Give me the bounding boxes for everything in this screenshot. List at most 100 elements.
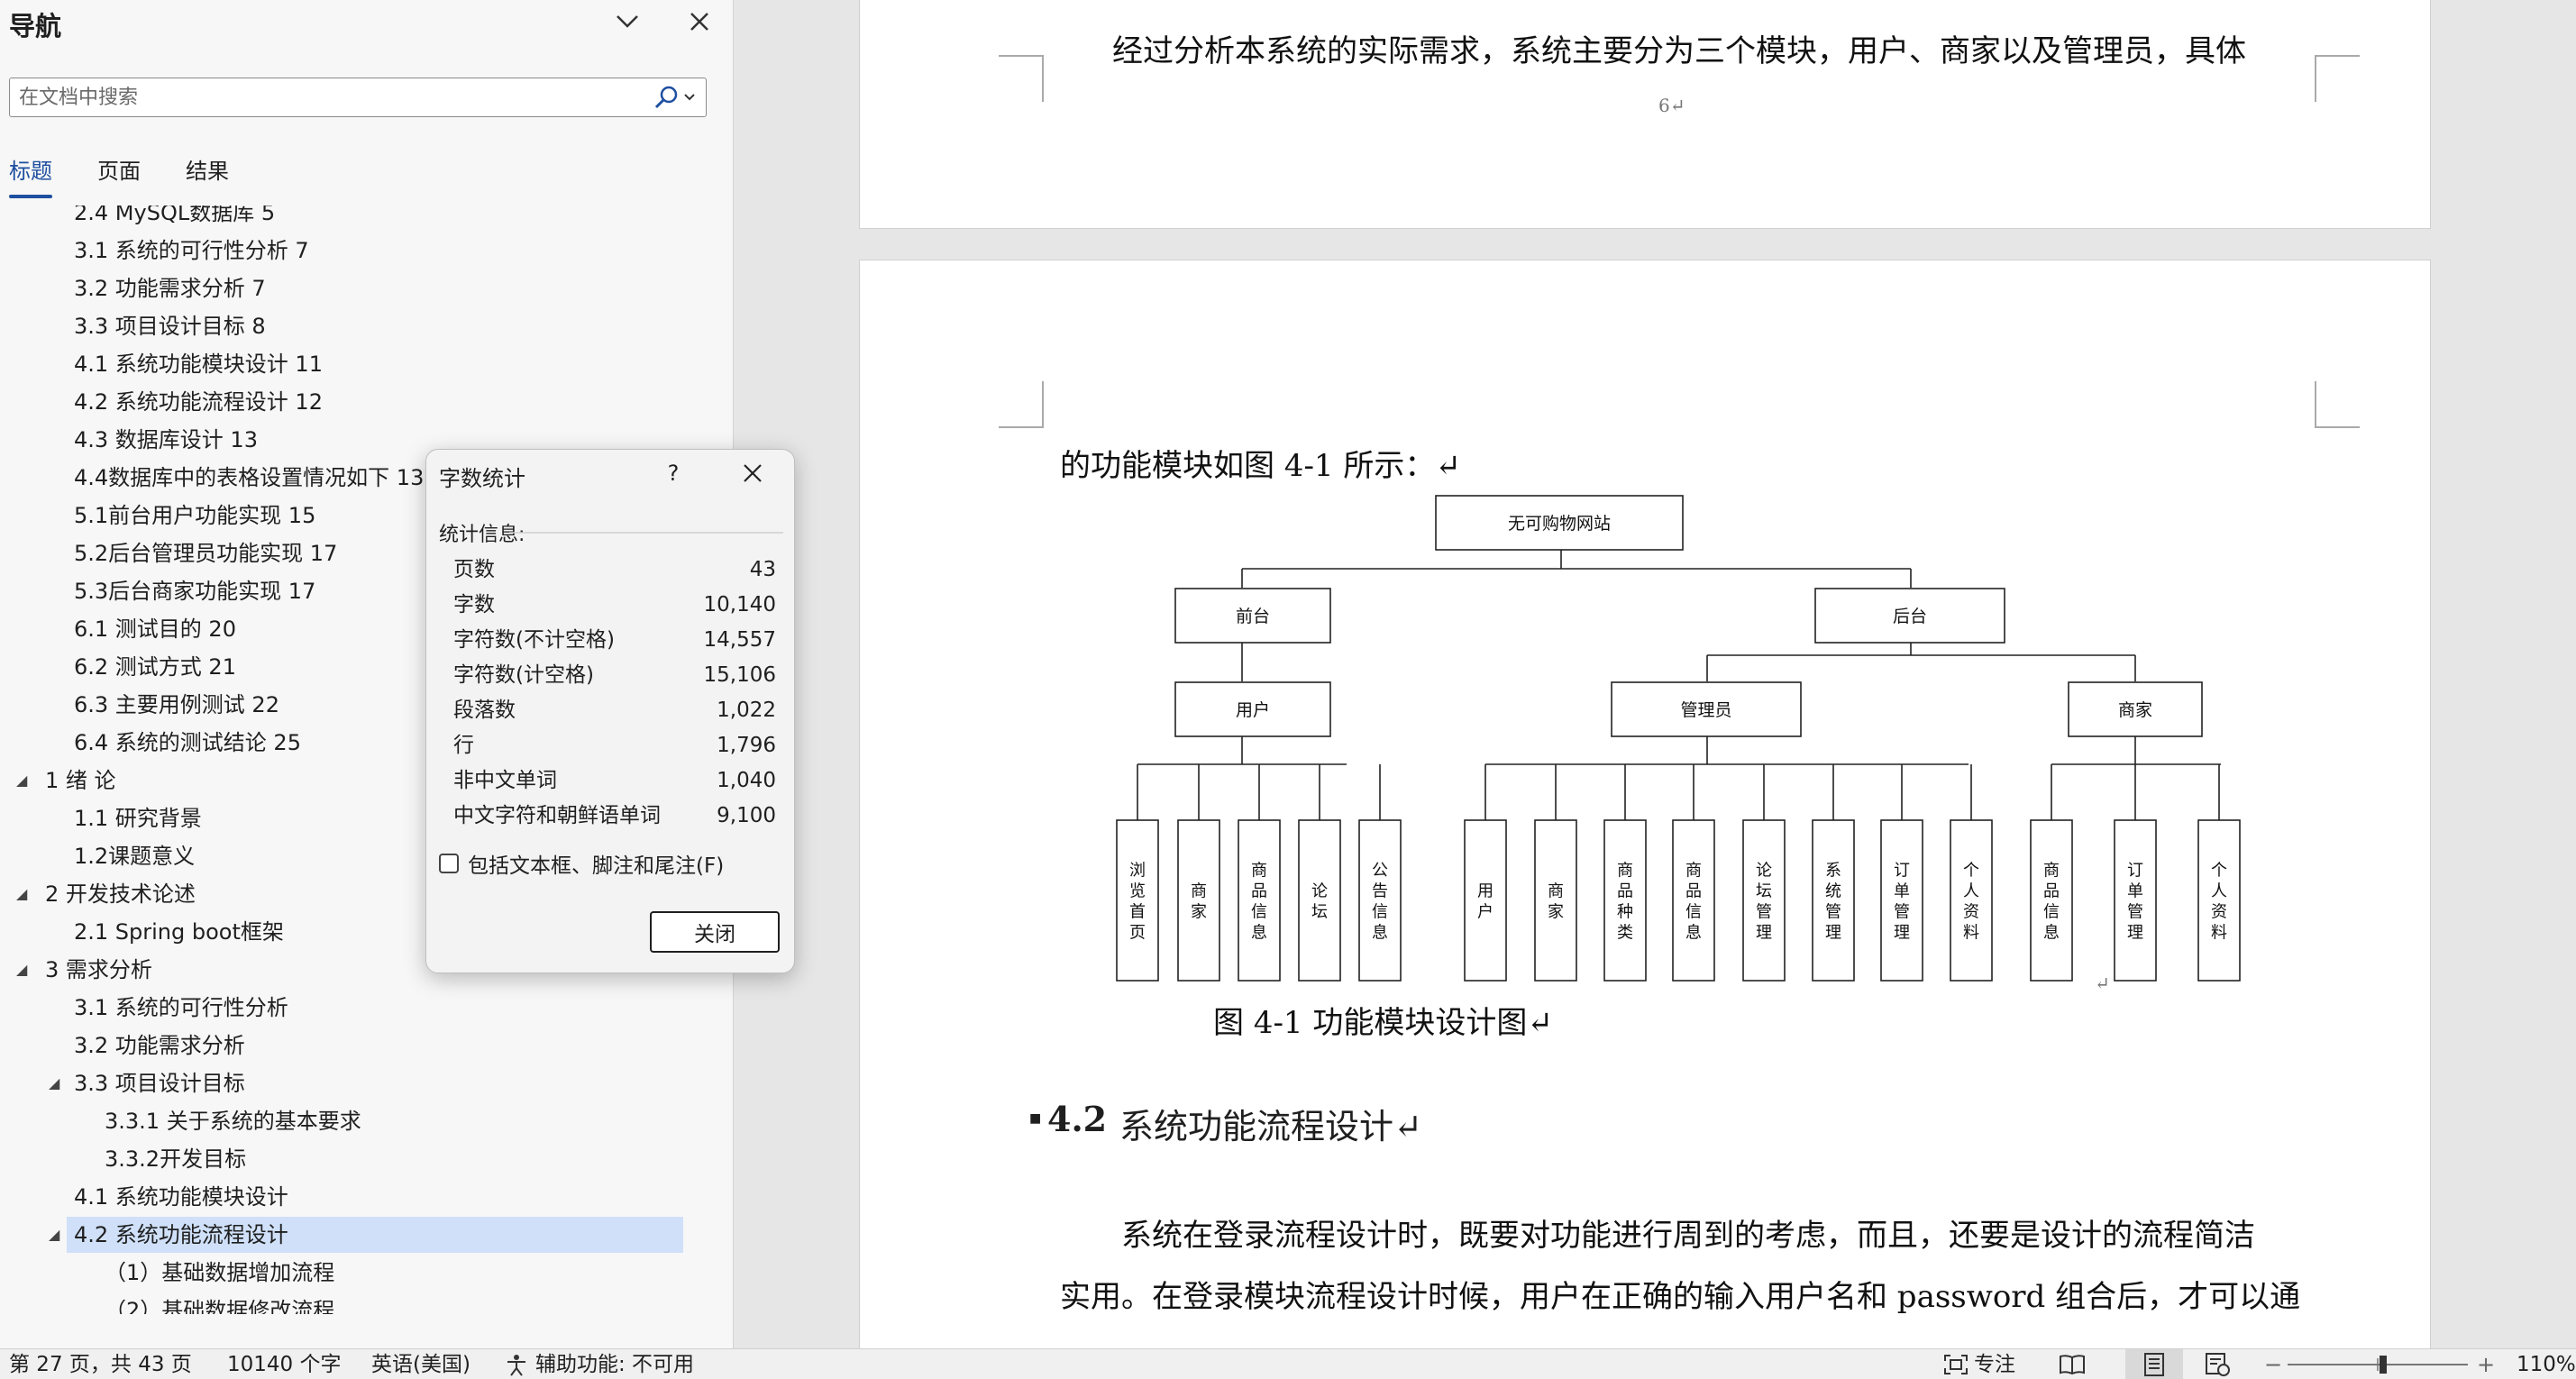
crop-mark <box>999 381 1044 428</box>
nav-heading-item[interactable]: ◢3 需求分析 <box>0 952 683 988</box>
diagram-leaf-label: 商家 <box>1191 882 1207 922</box>
nav-heading-item[interactable]: 3.1 系统的可行性分析 <box>67 990 683 1026</box>
focus-mode-button[interactable]: 专注 <box>1943 1349 2015 1379</box>
diagram-leaf-box <box>1603 819 1647 982</box>
nav-heading-item[interactable]: ◢4.2 系统功能流程设计 <box>49 1217 683 1253</box>
diagram-leaf-label: 商品信息 <box>2043 862 2060 943</box>
stat-label: 页数 <box>453 558 495 581</box>
nav-heading-label: 6.3 主要用例测试 22 <box>74 692 279 717</box>
nav-heading-label: 6.1 测试目的 20 <box>74 616 236 642</box>
nav-heading-label: 4.1 系统功能模块设计 11 <box>74 352 323 377</box>
nav-heading-item[interactable]: 4.3 数据库设计 13 <box>67 422 683 458</box>
search-input[interactable] <box>19 78 641 116</box>
section-title: 系统功能流程设计↵ <box>1119 1107 1422 1146</box>
nav-heading-label: 5.3后台商家功能实现 17 <box>74 579 316 604</box>
chevron-down-icon[interactable] <box>609 4 645 40</box>
print-layout-icon[interactable] <box>2125 1349 2183 1379</box>
diagram-leaf-label: 用户 <box>1477 882 1494 922</box>
expand-triangle-icon[interactable]: ◢ <box>16 772 28 789</box>
nav-heading-label: 4.2 系统功能流程设计 12 <box>74 389 323 415</box>
nav-heading-item[interactable]: 6.2 测试方式 21 <box>67 649 683 685</box>
diagram-back: 后台 <box>1893 607 1927 626</box>
stat-value: 15,106 <box>703 663 776 687</box>
tab-headings[interactable]: 标题 <box>9 153 52 198</box>
nav-heading-label: 2.4 MySQL数据库 5 <box>74 205 276 225</box>
search-button[interactable] <box>646 82 702 113</box>
diagram-leaf-box <box>1534 819 1577 982</box>
nav-heading-item[interactable]: ◢ 3.3 项目设计目标 <box>49 1065 683 1101</box>
nav-heading-label: 2.1 Spring boot框架 <box>74 919 284 945</box>
nav-heading-item[interactable]: 6.1 测试目的 20 <box>67 611 683 647</box>
nav-heading-item[interactable]: 6.3 主要用例测试 22 <box>67 687 683 723</box>
close-icon[interactable] <box>681 4 717 40</box>
include-textboxes-checkbox[interactable] <box>439 854 459 873</box>
stat-label: 中文字符和朝鲜语单词 <box>453 804 661 827</box>
nav-heading-item[interactable]: 1.1 研究背景 <box>67 800 683 836</box>
nav-heading-item[interactable]: 4.1 系统功能模块设计 11 <box>67 346 683 382</box>
diagram-leaf-label: 公告信息 <box>1372 862 1388 943</box>
nav-heading-label: 3.3 项目设计目标 8 <box>74 314 266 339</box>
close-button[interactable] <box>733 453 772 493</box>
close-dialog-button[interactable]: 关闭 <box>650 911 780 953</box>
nav-heading-item[interactable]: ◢ 1 绪 论 <box>0 763 683 799</box>
accessibility-icon <box>507 1355 525 1376</box>
document-area[interactable]: 经过分析本系统的实际需求，系统主要分为三个模块，用户、商家以及管理员，具体 6↵… <box>735 0 2576 1348</box>
diagram-root: 无可购物网站 <box>1508 514 1611 534</box>
expand-triangle-icon[interactable]: ◢ <box>49 1226 60 1243</box>
include-textboxes-option[interactable]: 包括文本框、脚注和尾注(F) <box>439 848 724 879</box>
nav-heading-item[interactable]: 3.1 系统的可行性分析 7 <box>67 233 683 269</box>
nav-heading-item[interactable]: 5.1前台用户功能实现 15 <box>67 498 683 534</box>
expand-triangle-icon[interactable]: ◢ <box>16 885 28 902</box>
nav-heading-label: 2 开发技术论述 <box>45 881 196 907</box>
nav-heading-item[interactable]: （1）基础数据增加流程 <box>67 1255 683 1291</box>
language-indicator[interactable]: 英语(美国) <box>371 1353 470 1376</box>
nav-heading-item[interactable]: 3.3.2开发目标 <box>67 1141 683 1177</box>
paragraph-mark: ↵ <box>2095 973 2110 994</box>
read-mode-icon[interactable] <box>2059 1349 2089 1379</box>
nav-heading-item[interactable]: 3.2 功能需求分析 7 <box>67 270 683 306</box>
nav-heading-item[interactable]: 5.3后台商家功能实现 17 <box>67 573 683 609</box>
diagram-leaf-box <box>2030 819 2073 982</box>
diagram-leaf-box <box>2114 819 2157 982</box>
nav-heading-item[interactable]: 4.2 系统功能流程设计 12 <box>67 384 683 420</box>
expand-triangle-icon[interactable]: ◢ <box>16 961 28 978</box>
help-button[interactable]: ? <box>667 461 680 486</box>
zoom-out-button[interactable]: − <box>2264 1352 2283 1377</box>
function-module-diagram: 无可购物网站 前台 后台 用户 管理员 商家 浏览首页商家商品信息论坛公告信息用… <box>1116 495 2241 982</box>
diagram-leaf-label: 浏览首页 <box>1129 862 1146 943</box>
nav-heading-label: 1 绪 论 <box>45 768 116 793</box>
tab-results[interactable]: 结果 <box>186 159 229 184</box>
nav-heading-item[interactable]: （2）基础数据修改流程 <box>67 1292 683 1314</box>
accessibility-indicator[interactable]: 辅助功能: 不可用 <box>505 1349 694 1379</box>
nav-heading-item[interactable]: ◢ 2 开发技术论述 <box>0 876 683 912</box>
document-page: 的功能模块如图 4-1 所示：↵ <box>859 260 2431 1348</box>
nav-heading-item[interactable]: 4.4数据库中的表格设置情况如下 13 <box>67 460 683 496</box>
nav-heading-item[interactable]: 5.2后台管理员功能实现 17 <box>67 535 683 571</box>
search-box <box>9 78 707 117</box>
nav-heading-item[interactable]: 6.4 系统的测试结论 25 <box>67 725 683 761</box>
nav-heading-item[interactable]: 1.2课题意义 <box>67 838 683 874</box>
zoom-level[interactable]: 110% <box>2517 1353 2576 1376</box>
expand-triangle-icon[interactable]: ◢ <box>49 1074 60 1091</box>
zoom-slider[interactable] <box>2288 1349 2468 1379</box>
nav-heading-item[interactable]: 2.1 Spring boot框架 <box>67 914 683 950</box>
tab-pages[interactable]: 页面 <box>97 159 141 184</box>
nav-heading-item[interactable]: 2.4 MySQL数据库 5 <box>67 205 683 231</box>
diagram-leaf-box <box>1298 819 1341 982</box>
nav-heading-label: 3.3 项目设计目标 <box>74 1071 245 1096</box>
nav-heading-item[interactable]: 3.3.1 关于系统的基本要求 <box>67 1103 683 1139</box>
zoom-in-button[interactable]: + <box>2477 1352 2496 1377</box>
diagram-leaf-label: 论坛管理 <box>1756 862 1772 943</box>
word-count-indicator[interactable]: 10140 个字 <box>227 1353 342 1376</box>
page-indicator[interactable]: 第 27 页，共 43 页 <box>9 1353 192 1376</box>
nav-heading-item[interactable]: 4.1 系统功能模块设计 <box>67 1179 683 1215</box>
web-layout-icon[interactable] <box>2205 1349 2235 1379</box>
stat-value: 43 <box>749 558 776 581</box>
nav-heading-item[interactable]: 3.2 功能需求分析 <box>67 1027 683 1064</box>
diagram-leaf-box <box>1672 819 1715 982</box>
diagram-leaf-box <box>1742 819 1786 982</box>
nav-heading-item[interactable]: 3.3 项目设计目标 8 <box>67 308 683 344</box>
